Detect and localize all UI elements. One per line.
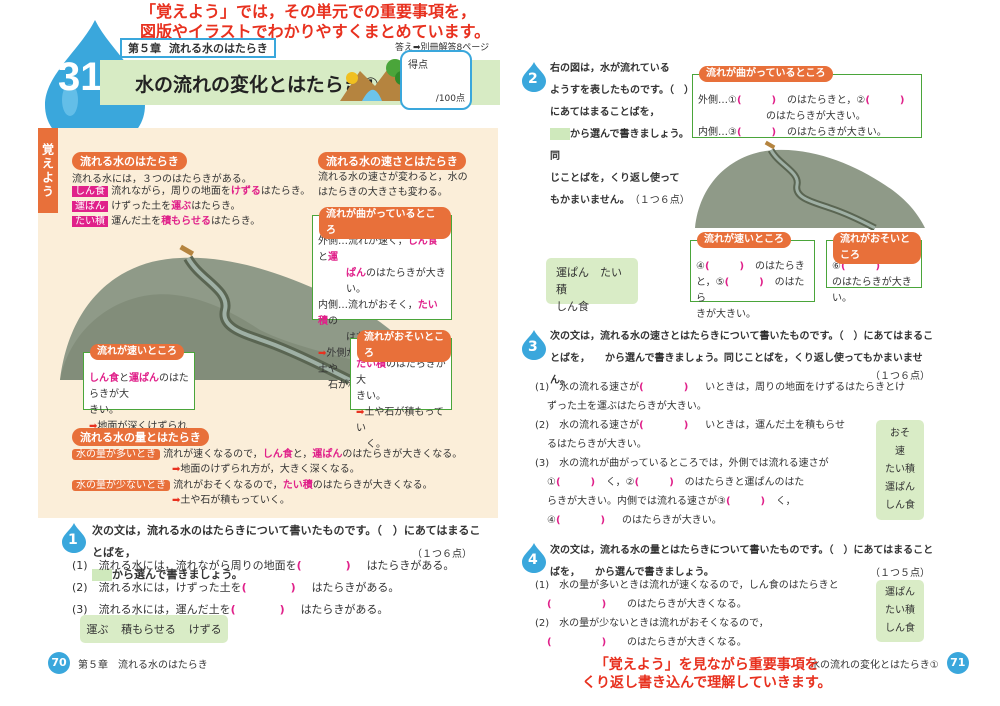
q1-number: 1 bbox=[68, 532, 78, 548]
sec3-title: 流れる水の量とはたらき bbox=[72, 428, 209, 446]
arrow-icon: ➡ bbox=[356, 407, 365, 418]
q2-curve-box: 流れが曲がっているところ 外側…①( )のはたらきと，②( ) のはたらきが大き… bbox=[692, 66, 922, 138]
sec3-rows: 水の量が多いとき 流れが速くなるので，しん食と，運ぱんのはたらきが大きくなる。 … bbox=[72, 447, 462, 508]
answer-blank[interactable]: ( ) bbox=[547, 637, 607, 648]
q1-items: (1) 流れる水には，流れながら周りの地面を( )はたらきがある。 (2) 流れ… bbox=[72, 555, 492, 621]
sec2-text: 流れる水の速さが変わると，水の はたらきの大きさも変わる。 bbox=[318, 172, 468, 198]
q4-points: （１つ５点） bbox=[870, 568, 930, 579]
answer-ref: 答え➡別冊解答8ページ bbox=[395, 43, 490, 53]
q1-prompt: 次の文は，流れる水のはたらきについて書いたものです。（ ）にあてはまることばを，… bbox=[92, 524, 481, 581]
answer-blank[interactable]: ( ) bbox=[230, 603, 285, 616]
q1-points: （１つ６点） bbox=[412, 549, 472, 560]
q1-choices: 運ぶ 積もらせる けずる bbox=[80, 615, 228, 643]
answer-blank[interactable]: ( ) bbox=[241, 581, 296, 594]
answer-blank[interactable]: ( ) bbox=[865, 95, 905, 106]
score-box[interactable]: 得点 /100点 bbox=[400, 50, 472, 110]
water-drop-icon bbox=[45, 20, 145, 148]
chapter-tag: 第５章 流れる水のはたらき bbox=[120, 38, 276, 58]
q3-points: （１つ６点） bbox=[870, 371, 930, 382]
q4-item: (1) 水の量が多いときは流れが速くなるので，しん食のはたらきと bbox=[535, 580, 839, 591]
top-callout: 「覚えよう」では，その単元での重要事項を， 図版やイラストでわかりやすくまとめて… bbox=[140, 2, 491, 41]
arrow-icon: ➡ bbox=[89, 421, 98, 432]
sec1-intro: 流れる水には，３つのはたらきがある。 bbox=[72, 174, 252, 185]
lesson-number: 31 bbox=[58, 55, 103, 99]
sec3-row: 水の量が少ないとき 流れがおそくなるので，たい積のはたらきが大きくなる。 bbox=[72, 478, 462, 493]
landscape-illustration bbox=[340, 59, 410, 101]
q2-fast-box: 流れが速いところ ④( )のはたらき と，⑤( )のはたら きが大きい。 bbox=[690, 232, 815, 320]
q2-prompt: 右の図は，水が流れている ようすを表したものです。（ ） にあてはまることばを，… bbox=[550, 63, 694, 206]
sec1-row: しん食 流れながら，周りの地面をけずるはたらき。 bbox=[72, 184, 310, 199]
q3-item: (3) 水の流れが曲がっているところでは，外側では流れる速さが bbox=[535, 458, 829, 469]
sec1-rows: しん食 流れながら，周りの地面をけずるはたらき。 運ぱん けずった土を運ぶはたら… bbox=[72, 184, 310, 229]
bottom-callout: 「覚えよう」を見ながら重要事項を くり返し書き込んで理解していきます。 bbox=[582, 657, 832, 691]
arrow-icon: ➡ bbox=[172, 495, 181, 506]
q4-number-badge bbox=[522, 543, 546, 573]
sec1-row: たい積 運んだ土を積もらせるはたらき。 bbox=[72, 214, 310, 229]
q4-item: (2) 水の量が少ないときは流れがおそくなるので， bbox=[535, 618, 769, 629]
answer-blank[interactable]: ( ) bbox=[639, 420, 689, 431]
q2-number-badge bbox=[522, 62, 546, 92]
sec2-title: 流れる水の速さとはたらき bbox=[318, 152, 466, 170]
arrow-icon: ➡ bbox=[172, 464, 181, 475]
q3-number-badge bbox=[522, 330, 546, 360]
q3-choices: おそ 速 たい積 運ぱん しん食 bbox=[876, 420, 924, 520]
answer-blank[interactable]: ( ) bbox=[736, 127, 777, 138]
q1-item: (3) 流れる水には，運んだ土を( )はたらきがある。 bbox=[72, 599, 492, 621]
q4-items: (1) 水の量が多いときは流れが速くなるので，しん食のはたらきと ( )のはたら… bbox=[535, 576, 875, 652]
q2-slow-box: 流れがおそいところ ⑥( ) のはたらきが大きい。 bbox=[826, 232, 922, 304]
q3-item: (2) 水の流れる速さが( )いときは，運んだ土を積もらせ bbox=[535, 416, 930, 435]
q3-prompt: 次の文は，流れる水の速さとはたらきについて書いたものです。（ ）にあてはまるこ … bbox=[550, 331, 934, 386]
q2-number: 2 bbox=[528, 71, 538, 87]
answer-blank[interactable]: ( ) bbox=[840, 261, 881, 272]
answer-blank[interactable]: ( ) bbox=[555, 477, 596, 488]
q3-item: (1) 水の流れる速さが( )いときは，周りの地面をけずるはたらきとけ bbox=[535, 378, 930, 397]
arrow-icon: ➡ bbox=[318, 348, 327, 359]
answer-blank[interactable]: ( ) bbox=[724, 277, 764, 288]
answer-blank[interactable]: ( ) bbox=[639, 382, 689, 393]
slow-box: 流れがおそいところ たい積のはたらきが大 きい。 ➡土や石が積もってい く。 bbox=[350, 330, 452, 450]
q3-number: 3 bbox=[528, 339, 538, 355]
curve-box: 流れが曲がっているところ 外側…流れが速く，しん食と運 ぱんのはたらきが大きい。… bbox=[312, 207, 452, 391]
q3-items: (1) 水の流れる速さが( )いときは，周りの地面をけずるはたらきとけ ずった土… bbox=[535, 378, 930, 530]
q1-number-badge bbox=[62, 523, 86, 553]
answer-blank[interactable]: ( ) bbox=[547, 599, 607, 610]
q4-number: 4 bbox=[528, 552, 538, 568]
answer-blank[interactable]: ( ) bbox=[704, 261, 745, 272]
answer-blank[interactable]: ( ) bbox=[296, 559, 351, 572]
page-title: 水の流れの変化とはたらき① bbox=[135, 74, 379, 96]
q1-item: (2) 流れる水には，けずった土を( )はたらきがある。 bbox=[72, 577, 492, 599]
left-footer: 70 第５章 流れる水のはたらき bbox=[48, 652, 208, 674]
answer-blank[interactable]: ( ) bbox=[736, 95, 777, 106]
sec3-row: 水の量が多いとき 流れが速くなるので，しん食と，運ぱんのはたらきが大きくなる。 bbox=[72, 447, 462, 462]
q2-river-illustration bbox=[695, 140, 925, 230]
q4-prompt: 次の文は，流れる水の量とはたらきについて書いたものです。（ ）にあてはまること … bbox=[550, 545, 934, 578]
sec1-row: 運ぱん けずった土を運ぶはたらき。 bbox=[72, 199, 310, 214]
right-footer: 水の流れの変化とはたらき① 71 bbox=[810, 652, 969, 674]
fast-box: 流れが速いところ しん食と運ぱんのはたらきが大 きい。 ➡地面が深くけずられる。 bbox=[83, 344, 195, 448]
oboeyou-label: 覚えよう bbox=[38, 128, 58, 213]
answer-blank[interactable]: ( ) bbox=[725, 496, 766, 507]
q1-item: (1) 流れる水には，流れながら周りの地面を( )はたらきがある。 bbox=[72, 555, 492, 577]
q4-choices: 運ぱん たい積 しん食 bbox=[876, 580, 924, 642]
answer-blank[interactable]: ( ) bbox=[555, 515, 606, 526]
q2-choices: 運ぱん たい積 しん食 bbox=[546, 258, 638, 313]
sec1-title: 流れる水のはたらき bbox=[72, 152, 187, 170]
answer-blank[interactable]: ( ) bbox=[634, 477, 674, 488]
